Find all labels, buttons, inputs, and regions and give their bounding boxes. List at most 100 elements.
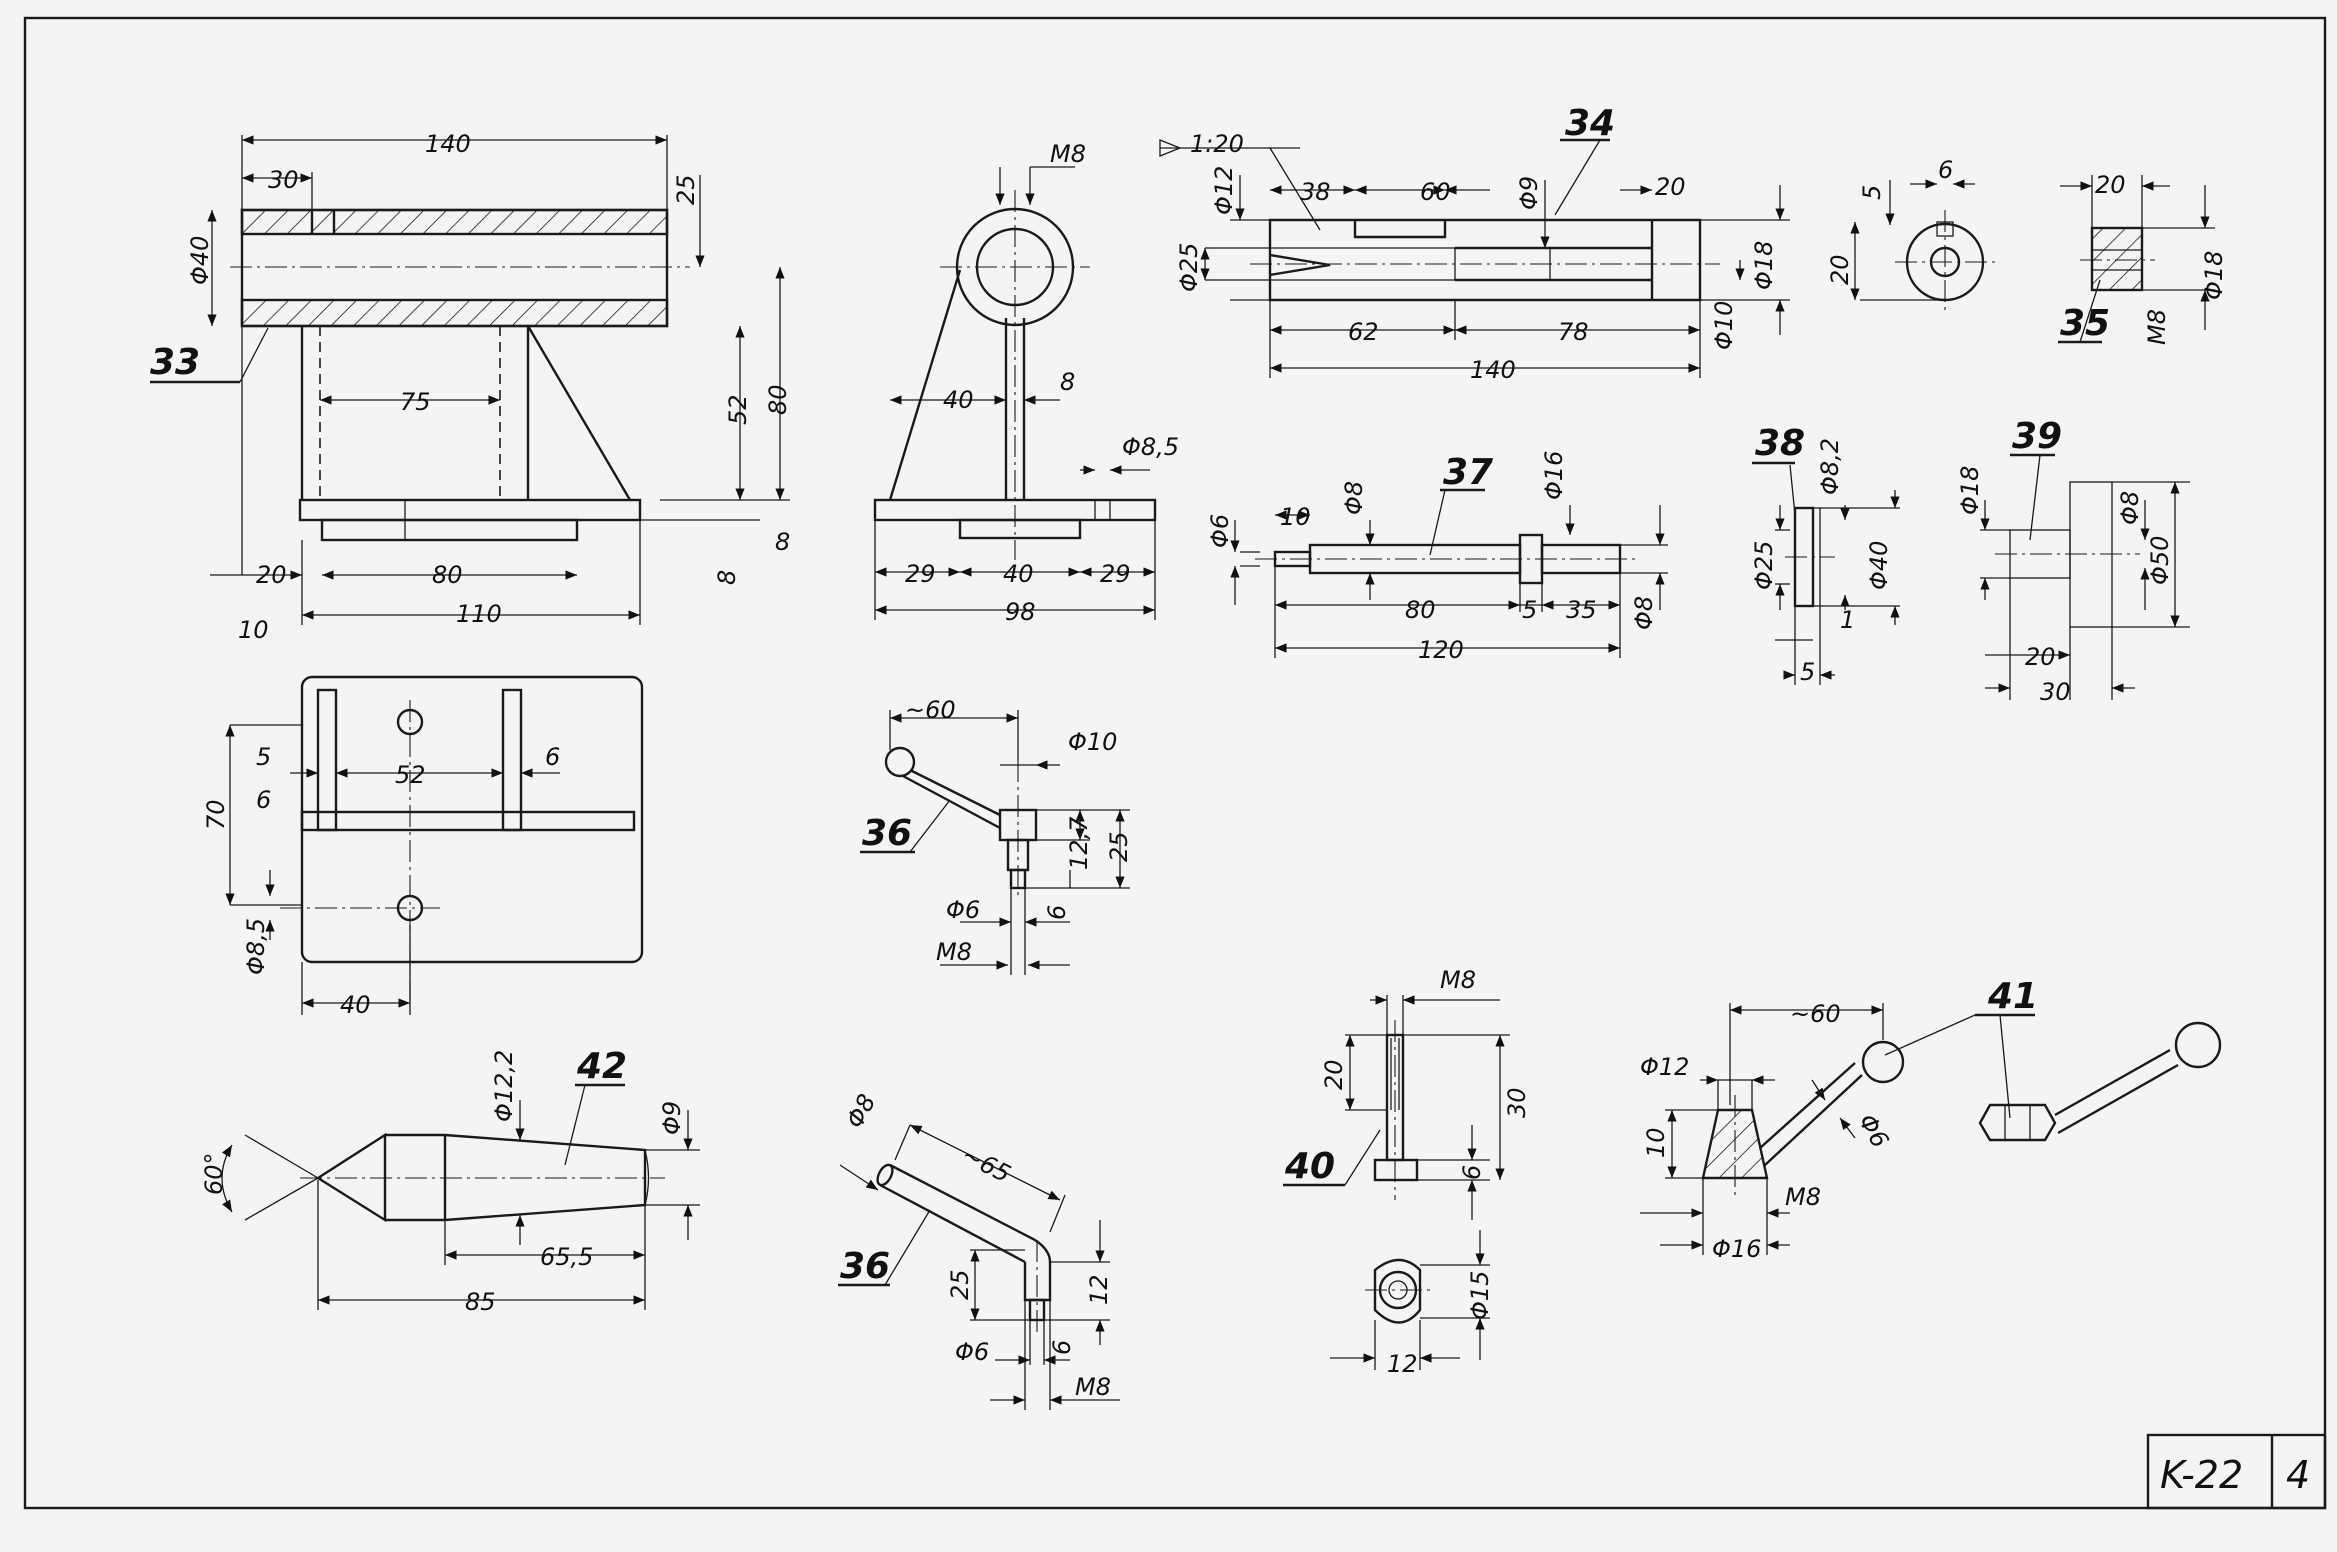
- svg-text:5: 5: [256, 743, 271, 771]
- svg-text:~60: ~60: [905, 696, 956, 724]
- svg-text:5: 5: [1800, 658, 1815, 686]
- svg-text:29: 29: [1100, 560, 1131, 588]
- svg-text:30: 30: [2040, 678, 2071, 706]
- svg-text:M8: M8: [1785, 1183, 1821, 1211]
- part-33-label: 33: [150, 342, 200, 383]
- part-36-handle-a: 36 ~60 Φ10 12,7 25 Φ6 6 M8: [860, 696, 1133, 975]
- svg-text:8: 8: [713, 570, 741, 585]
- svg-text:~65: ~65: [957, 1140, 1015, 1188]
- part-42-center: 42 60° Φ12,2 Φ9 65,5 85: [200, 1046, 700, 1316]
- svg-text:M8: M8: [1075, 1373, 1111, 1401]
- svg-text:10: 10: [1642, 1127, 1670, 1158]
- svg-text:12: 12: [1387, 1350, 1418, 1378]
- svg-text:80: 80: [764, 384, 792, 415]
- svg-text:98: 98: [1005, 598, 1036, 626]
- svg-text:78: 78: [1558, 318, 1589, 346]
- svg-text:Φ6: Φ6: [946, 896, 980, 924]
- svg-text:Φ16: Φ16: [1712, 1235, 1761, 1263]
- svg-text:Φ12,2: Φ12,2: [490, 1050, 518, 1122]
- svg-text:Φ10: Φ10: [1068, 728, 1117, 756]
- part-41-clamp-lever: 41 ~60 Φ12 10 Φ6 M8 Φ16: [1640, 976, 2222, 1263]
- svg-text:20: 20: [2025, 643, 2056, 671]
- part-37-pin: 37 Φ6 10 Φ8 Φ16 80 5 35 Φ8 120: [1206, 451, 1668, 664]
- svg-text:Φ6: Φ6: [1853, 1109, 1894, 1153]
- part-38-label: 38: [1755, 423, 1805, 464]
- title-block: K-22 4: [2146, 1433, 2327, 1510]
- svg-text:Φ6: Φ6: [1206, 514, 1234, 548]
- svg-text:20: 20: [1320, 1059, 1348, 1090]
- part-36-handle-b: 36 Φ8 ~65 25 12 Φ6 6 M8: [838, 1089, 1120, 1410]
- sheet-code: K-22: [2160, 1453, 2243, 1497]
- part-38-washer: 38 Φ8,2 Φ25 Φ40 1 5: [1750, 423, 1900, 686]
- svg-text:M8: M8: [936, 938, 972, 966]
- svg-text:5: 5: [1858, 185, 1886, 200]
- svg-text:M8: M8: [2143, 309, 2171, 345]
- svg-text:8: 8: [1060, 368, 1075, 396]
- part-39-flange: 39 Φ18 Φ8 Φ50 20 30: [1956, 416, 2190, 706]
- svg-text:6: 6: [1938, 156, 1953, 184]
- svg-text:25: 25: [1105, 831, 1133, 862]
- part-35-nut: 35 20 Φ18 M8: [2058, 171, 2228, 345]
- part-36a-label: 36: [862, 813, 912, 854]
- part-40-label: 40: [1284, 1146, 1335, 1187]
- part-42-label: 42: [576, 1046, 627, 1087]
- svg-text:Φ8: Φ8: [1340, 481, 1368, 515]
- svg-text:Φ12: Φ12: [1210, 166, 1238, 215]
- svg-text:52: 52: [395, 761, 426, 789]
- svg-text:70: 70: [202, 799, 230, 830]
- svg-text:5: 5: [1522, 596, 1537, 624]
- svg-text:Φ8: Φ8: [841, 1089, 882, 1132]
- svg-text:6: 6: [545, 743, 560, 771]
- part-34-label: 34: [1565, 103, 1615, 144]
- svg-text:6: 6: [1048, 1340, 1076, 1355]
- svg-text:Φ25: Φ25: [1750, 541, 1778, 590]
- svg-text:35: 35: [1566, 596, 1597, 624]
- svg-text:38: 38: [1300, 178, 1331, 206]
- svg-text:6: 6: [1458, 1165, 1486, 1180]
- svg-text:80: 80: [432, 561, 463, 589]
- svg-text:25: 25: [672, 174, 700, 205]
- part-34-spindle: 34 1:20 38 60 20 Φ12 Φ9 Φ25 Φ18 62 78 14…: [1159, 103, 1790, 384]
- svg-text:Φ16: Φ16: [1540, 451, 1568, 500]
- svg-text:20: 20: [1655, 173, 1686, 201]
- part-34-end-view: 5 6 20: [1826, 156, 1995, 315]
- svg-text:40: 40: [943, 386, 974, 414]
- svg-text:10: 10: [238, 616, 269, 644]
- svg-text:Φ9: Φ9: [658, 1101, 686, 1135]
- svg-text:60: 60: [1420, 178, 1451, 206]
- part-41-label: 41: [1987, 976, 2038, 1017]
- svg-text:80: 80: [1405, 596, 1436, 624]
- svg-text:Φ40: Φ40: [1865, 541, 1893, 590]
- svg-text:Φ50: Φ50: [2146, 536, 2174, 585]
- svg-text:20: 20: [256, 561, 287, 589]
- svg-text:Φ9: Φ9: [1515, 176, 1543, 210]
- svg-text:62: 62: [1348, 318, 1379, 346]
- svg-text:Φ8: Φ8: [1630, 596, 1658, 630]
- svg-text:~60: ~60: [1790, 1000, 1841, 1028]
- svg-text:20: 20: [2095, 171, 2126, 199]
- svg-text:Φ25: Φ25: [1175, 243, 1203, 292]
- svg-text:Φ8: Φ8: [2116, 491, 2144, 525]
- svg-text:120: 120: [1418, 636, 1464, 664]
- svg-text:1:20: 1:20: [1190, 130, 1244, 158]
- svg-text:60°: 60°: [200, 1152, 228, 1195]
- svg-text:Φ18: Φ18: [2200, 251, 2228, 300]
- svg-text:12,7: 12,7: [1065, 816, 1093, 870]
- svg-text:75: 75: [400, 388, 431, 416]
- svg-text:12: 12: [1085, 1274, 1113, 1305]
- part-40-screw: 40 M8 20 30 6: [1283, 966, 1531, 1220]
- svg-text:6: 6: [1043, 905, 1071, 920]
- svg-text:Φ8,5: Φ8,5: [1122, 433, 1179, 461]
- svg-text:85: 85: [465, 1288, 496, 1316]
- svg-text:Φ8,2: Φ8,2: [1816, 438, 1844, 495]
- part-35-label: 35: [2060, 303, 2110, 344]
- svg-text:6: 6: [256, 786, 271, 814]
- part-33-plan-view: 5 52 6 6 70 Φ8,5 40: [202, 675, 644, 1019]
- svg-text:M8: M8: [1050, 140, 1086, 168]
- svg-text:M8: M8: [1440, 966, 1476, 994]
- svg-text:Φ12: Φ12: [1640, 1053, 1689, 1081]
- svg-text:140: 140: [1470, 356, 1516, 384]
- svg-text:25: 25: [946, 1269, 974, 1300]
- svg-text:110: 110: [456, 600, 502, 628]
